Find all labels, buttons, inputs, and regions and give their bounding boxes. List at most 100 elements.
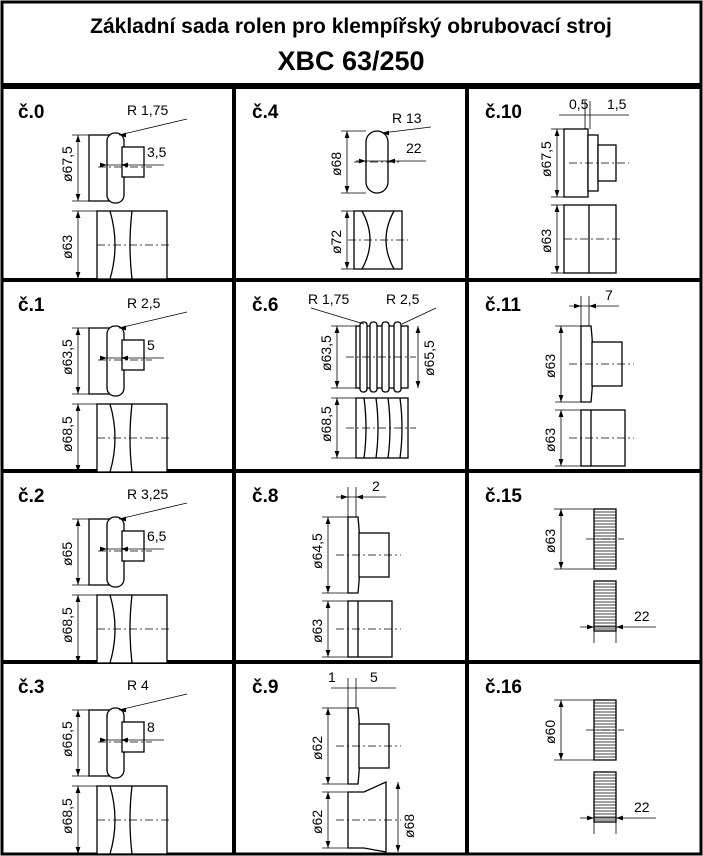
dimension-arrow xyxy=(119,516,126,522)
dimension-arrow xyxy=(554,266,560,273)
dimension-arrow xyxy=(75,578,81,585)
dimension-arrow xyxy=(344,211,350,218)
top-diameter-label: ø62 xyxy=(309,736,325,760)
roller-body xyxy=(88,518,110,586)
top-diameter-label: ø64,5 xyxy=(309,533,325,569)
bottom-diameter2-label: ø68 xyxy=(401,814,417,838)
dimension-arrow xyxy=(415,381,421,388)
bottom-roller xyxy=(353,210,403,270)
top-diameter-label: ø63 xyxy=(542,529,558,553)
dimension-arrow xyxy=(334,381,340,388)
cell-label: č.2 xyxy=(18,486,44,507)
dimension-arrow xyxy=(75,519,81,526)
machine-model: XBC 63/250 xyxy=(277,46,424,76)
dim-a-label: 1 xyxy=(328,669,336,685)
top-diameter2-label: ø65,5 xyxy=(421,340,437,376)
width-label: 3,5 xyxy=(147,144,167,160)
dimension-arrow xyxy=(325,792,331,799)
cell-label: č.8 xyxy=(252,486,278,507)
dimension-arrow xyxy=(75,272,81,279)
dimension-arrow xyxy=(395,845,401,852)
dimension-arrow xyxy=(75,135,81,142)
dimension-arrow xyxy=(75,194,81,201)
dimension-arrow xyxy=(325,586,331,593)
cell-label: č.10 xyxy=(485,102,522,123)
bottom-diameter-label: ø63 xyxy=(538,229,554,253)
dimension-arrow xyxy=(75,710,81,717)
dimension-arrow xyxy=(616,624,623,630)
width-label: 8 xyxy=(147,719,155,735)
top-diameter-label: ø60 xyxy=(542,720,558,744)
width-label: 7 xyxy=(605,287,613,303)
knurl-roller-bottom xyxy=(593,771,617,823)
bottom-diameter-label: ø68,5 xyxy=(59,607,75,643)
dimension-arrow xyxy=(558,395,564,402)
leader-line xyxy=(381,126,432,134)
leader-line xyxy=(118,118,188,136)
sheet-title: Základní sada rolen pro klempířský obrub… xyxy=(90,15,612,38)
dimension-arrow xyxy=(558,410,564,417)
dimension-arrow xyxy=(616,815,623,821)
cell-label: č.0 xyxy=(18,102,44,123)
dimension-arrow xyxy=(100,162,107,168)
dimension-arrow xyxy=(100,355,107,361)
bottom-diameter-label: ø72 xyxy=(328,230,344,254)
dimension-arrow xyxy=(119,132,126,138)
dimension-arrow xyxy=(334,398,340,405)
width-label: 5 xyxy=(147,337,155,353)
cell-label: č.6 xyxy=(252,295,278,316)
dimension-arrow xyxy=(325,777,331,784)
roller-hub xyxy=(121,721,145,753)
bottom-roller xyxy=(347,780,387,853)
leader-line xyxy=(310,307,365,325)
cell-c2: č.2 ø65 R 3,25 6,5 ø68,5 xyxy=(18,486,188,664)
dimension-arrow xyxy=(75,465,81,472)
dimension-arrow xyxy=(344,262,350,269)
leader-line xyxy=(118,502,188,520)
dimension-arrow xyxy=(75,211,81,218)
dimension-arrow xyxy=(121,355,128,361)
top-diameter-label: ø66,5 xyxy=(59,721,75,757)
dimension-arrow xyxy=(75,656,81,663)
dimension-arrow xyxy=(382,130,389,136)
dimension-arrow xyxy=(325,650,331,657)
dimension-arrow xyxy=(75,387,81,394)
dimension-arrow xyxy=(558,753,564,760)
roller-body xyxy=(88,134,110,202)
dimension-arrow xyxy=(558,326,564,333)
dimension-arrow xyxy=(356,494,363,500)
width-label: 2 xyxy=(372,478,380,494)
dimension-arrow xyxy=(75,786,81,793)
dimension-arrow xyxy=(587,624,594,630)
bottom-diameter-label: ø63 xyxy=(309,619,325,643)
dimension-arrow xyxy=(574,303,581,309)
radius-label: R 1,75 xyxy=(127,102,168,118)
width-label: 6,5 xyxy=(147,528,167,544)
radius-label: R 3,25 xyxy=(127,486,168,502)
dim-b-label: 1,5 xyxy=(607,96,627,112)
top-diameter-label: ø67,5 xyxy=(538,141,554,177)
roller-hub xyxy=(121,530,145,562)
bottom-diameter-label: ø68,5 xyxy=(318,406,334,442)
top-diameter-label: ø67,5 xyxy=(59,146,75,182)
top-diameter-label: ø65 xyxy=(59,542,75,566)
dimension-arrow xyxy=(75,595,81,602)
width-label: 22 xyxy=(634,608,650,624)
dimension-arrow xyxy=(75,847,81,854)
top-diameter-label: ø68 xyxy=(328,152,344,176)
bottom-diameter-label: ø68,5 xyxy=(59,798,75,834)
cell-label: č.15 xyxy=(485,486,522,507)
dimension-arrow xyxy=(334,451,340,458)
dimension-arrow xyxy=(75,404,81,411)
dimension-arrow xyxy=(341,494,348,500)
dimension-arrow xyxy=(554,190,560,197)
dimension-arrow xyxy=(388,158,395,164)
bottom-diameter-label: ø68,5 xyxy=(59,416,75,452)
